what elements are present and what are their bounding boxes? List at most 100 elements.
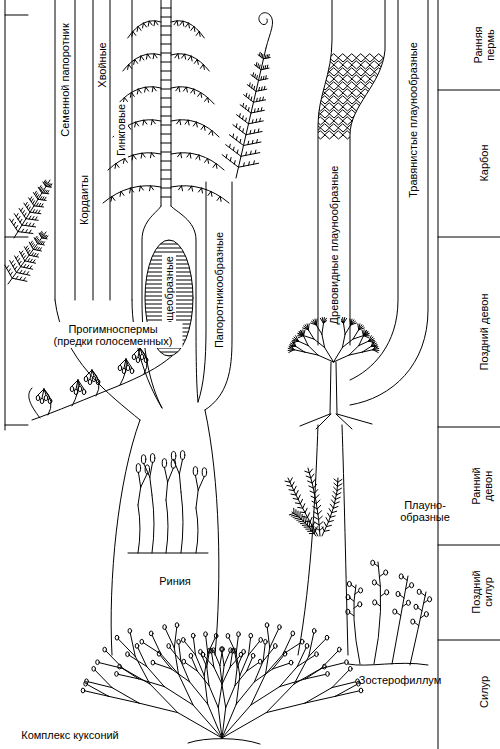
lycopod-leaf [307,520,308,525]
seed-fern-pinnule [25,223,27,226]
seed-fern-pinnule [26,230,28,233]
calamites-leaf [185,54,186,59]
bark-scale [325,89,334,97]
sporangium [242,649,246,654]
calamites-leaf [176,87,179,91]
lycopod-leaf [295,518,300,519]
bark-scale [348,124,357,132]
fern-pinnule [257,64,259,67]
lineage-band-edge [350,0,428,405]
calamites-leaf [203,64,204,69]
bark-scale [343,61,352,69]
lycopsid-leaf [359,326,364,330]
sporangium [204,632,208,637]
cooksonia-stem [222,651,224,665]
bark-scale [375,82,384,90]
calamites-leaf [196,155,199,159]
sporangium [126,365,130,370]
seed-fern-pinnule [29,223,31,226]
trunk-node [161,161,171,162]
taxon-label: Гинкговые [114,102,128,158]
rhynia-stem [196,508,198,553]
sporangium [191,633,195,638]
seed-fern-pinnule [35,191,37,194]
seed-fern-pinna [29,198,34,206]
sporangium [180,451,184,460]
lycopsid-leaf [362,330,364,336]
plant-label: Зостерофиллум [359,674,442,686]
bark-scale [321,124,330,132]
calamites-leaf [155,21,158,25]
sporangium [221,647,225,652]
lycopod-leaf [289,490,294,491]
cooksonia-stem [236,636,238,653]
period-label: Ранний девон [470,461,494,511]
calamites-leaf [153,87,156,91]
lineage-band-edge [198,182,206,402]
calamites-leaf [134,59,135,64]
bark-scale [379,61,388,69]
fern-pinnule [247,141,249,144]
period-boundary [438,90,500,91]
fern-pinnule [265,55,267,58]
calamites-leaf [133,155,136,159]
trunk-node [161,197,171,198]
bark-scale [361,75,370,83]
calamites-leaf [213,163,216,167]
cooksonia-stem [266,703,305,713]
lineage-column-line [110,0,111,300]
fern-pinnule [248,95,250,98]
calamites-leaf [124,158,127,162]
bark-scale [361,131,370,139]
lycopod-leaf [298,507,303,509]
trunk-node [161,26,171,27]
bark-scale [330,54,339,62]
fern-pinnule [254,130,256,133]
cooksonia-stem [254,669,272,682]
sporangium-stalk [380,574,384,577]
cooksonia-stem [99,663,123,669]
seed-fern-pinna [33,193,38,200]
sporangium [264,639,268,644]
cooksonia-stem [266,654,284,674]
seed-fern-pinnule [22,253,24,256]
cooksonia-stem [139,703,178,713]
lycopod-leaf [300,499,302,504]
period-boundary [438,427,500,428]
bark-scale [370,89,379,97]
rhynia-stem [181,492,183,553]
calamites-branch [171,87,214,104]
taxon-label: Хвойные [95,40,109,89]
lycopod-leaf [326,518,329,522]
lycopod-leaf [313,507,317,509]
cooksonia-stem [222,684,226,708]
cooksonia-stem [222,666,224,685]
cooksonia-stem [207,667,209,686]
lineage-band-edge [350,0,398,380]
sporangium [325,635,329,640]
fern-pinnule [242,103,244,106]
bark-scale [370,103,379,111]
sporangium [372,580,376,585]
rhynia-stem [164,467,167,482]
fern-pinna [222,155,238,168]
lycopsid-branch [362,350,373,352]
fern-pinna [226,145,241,157]
fertile-stalk [138,348,140,357]
cooksonia-stem [193,705,222,738]
lycopod-leaf [310,469,313,473]
seed-fern-pinnule [42,197,44,200]
rhynia-stem [141,473,148,487]
calamites-leaf [220,196,221,201]
calamites-leaf [151,153,154,157]
bark-scale [321,54,330,62]
calamites-leaf [190,153,191,158]
fern-pinnule [250,151,252,154]
calamites-leaf [179,186,182,190]
bark-scale [316,89,325,97]
lineage-column-line [132,0,133,300]
zosterophyllum-stem [354,585,360,664]
cooksonia-stem [267,627,270,648]
lycopod-leaf [293,498,298,500]
bark-scale [384,96,393,104]
